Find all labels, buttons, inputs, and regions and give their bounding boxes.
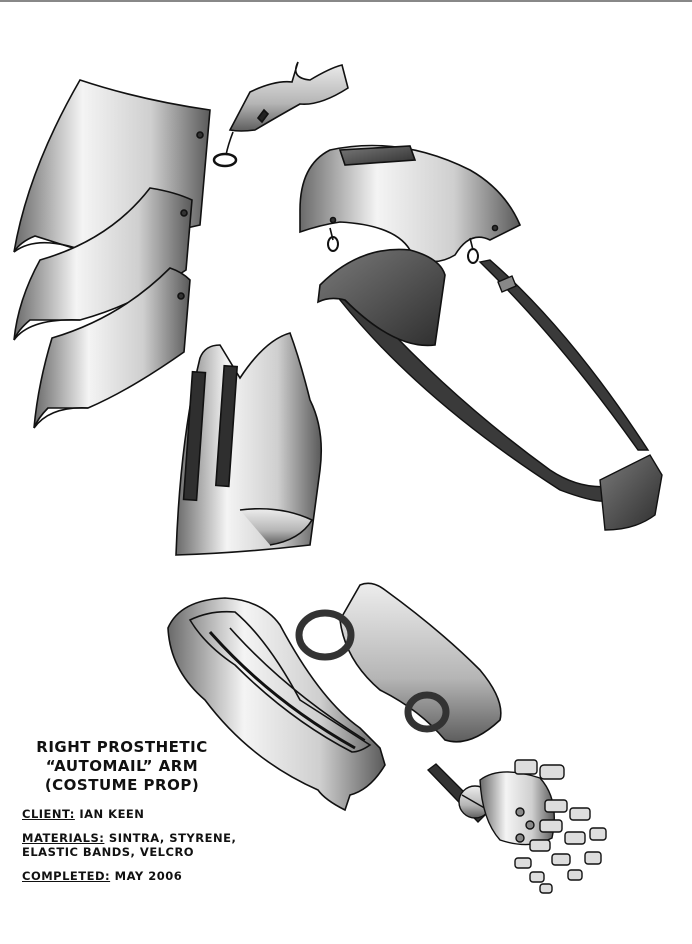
mechanical-hand — [426, 759, 607, 894]
client-value: Ian Keen — [79, 807, 145, 821]
completed-value: May 2006 — [114, 869, 183, 883]
top-border-line — [0, 0, 692, 2]
shoulder-pad — [317, 248, 446, 347]
caption-block: Right Prosthetic “Automail” Arm (Costume… — [22, 738, 282, 893]
materials-label: Materials: — [22, 831, 105, 845]
title-line-1: Right Prosthetic — [36, 738, 208, 756]
shoulder-piece — [299, 144, 522, 264]
elbow-cap — [212, 61, 349, 168]
upper-arm-plate-3 — [33, 267, 191, 429]
materials-value-2: Elastic Bands, Velcro — [22, 845, 195, 859]
client-label: Client: — [22, 807, 75, 821]
completed-label: Completed: — [22, 869, 111, 883]
client-line: Client: Ian Keen — [22, 807, 282, 821]
materials-line: Materials: Sintra, Styrene, Elastic Band… — [22, 831, 282, 859]
gauntlet-shell — [167, 597, 386, 812]
gauntlet-inner-sleeve — [295, 582, 502, 743]
forearm-guard — [175, 332, 323, 556]
completed-line: Completed: May 2006 — [22, 869, 282, 883]
title-line-2: “Automail” Arm — [45, 757, 199, 775]
caption-title: Right Prosthetic “Automail” Arm (Costume… — [22, 738, 222, 795]
materials-value-1: Sintra, Styrene, — [108, 831, 237, 845]
title-line-3: (Costume Prop) — [44, 776, 200, 794]
